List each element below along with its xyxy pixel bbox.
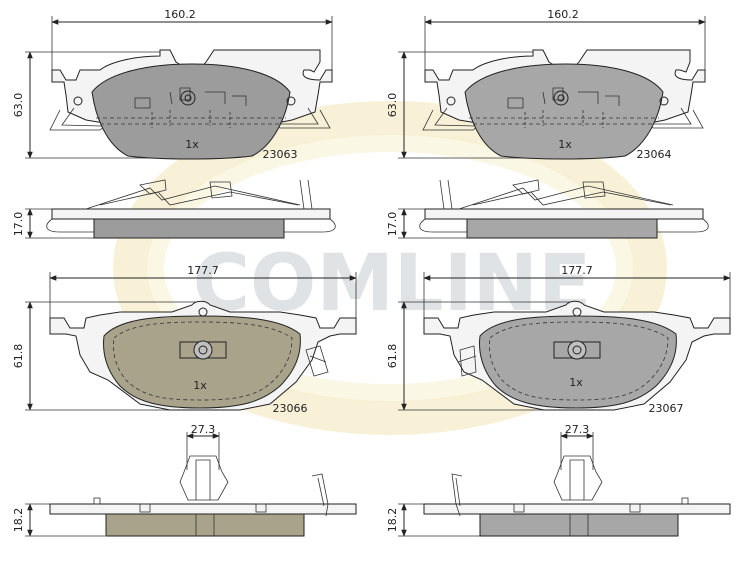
width-value: 177.7: [561, 264, 593, 277]
part-number-label: 23066: [273, 402, 308, 415]
height-value: 63.0: [386, 93, 399, 118]
width-value: 160.2: [547, 8, 579, 21]
pad-23063-side-view: 17.0: [12, 179, 336, 239]
pad-23064-face-view: 160.2 63.0 1x 23064: [386, 8, 706, 161]
pad-23067-side-view: 27.3 18.2: [386, 423, 731, 537]
clip-width-value: 27.3: [565, 423, 590, 436]
quantity-label: 1x: [185, 138, 199, 151]
pad-23067-face-view: 177.7 61.8 1x 23067: [386, 264, 731, 415]
height-value: 61.8: [12, 344, 25, 369]
clip-width-value: 27.3: [191, 423, 216, 436]
watermark-logo: [113, 101, 667, 435]
thickness-value: 18.2: [12, 508, 25, 533]
thickness-value: 18.2: [386, 508, 399, 533]
width-value: 177.7: [187, 264, 219, 277]
height-value: 63.0: [12, 93, 25, 118]
quantity-label: 1x: [569, 376, 583, 389]
thickness-value: 17.0: [386, 212, 399, 237]
thickness-value: 17.0: [12, 212, 25, 237]
part-number-label: 23067: [649, 402, 684, 415]
pad-23063-face-view: 160.2 63.0 1x 23063: [12, 8, 333, 161]
quantity-label: 1x: [193, 379, 207, 392]
quantity-label: 1x: [558, 138, 572, 151]
width-value: 160.2: [164, 8, 196, 21]
part-number-label: 23063: [263, 148, 298, 161]
pad-23064-side-view: 17.0: [386, 179, 709, 239]
height-value: 61.8: [386, 344, 399, 369]
pad-23066-side-view: 27.3 18.2: [12, 423, 357, 537]
part-number-label: 23064: [637, 148, 672, 161]
pad-23066-face-view: 177.7 61.8 1x 23066: [12, 264, 357, 415]
